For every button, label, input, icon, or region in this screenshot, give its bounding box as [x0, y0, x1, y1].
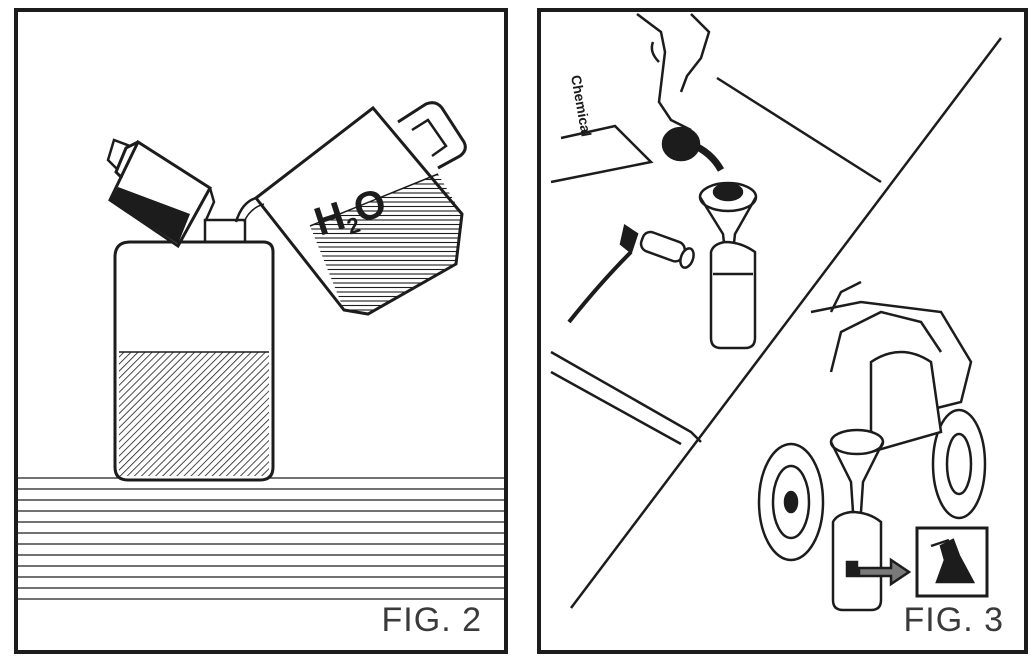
fig2-label: FIG. 2 [381, 601, 482, 639]
diagonal-divider [570, 37, 1002, 609]
chemical-bottle-text: Chemical [568, 74, 595, 138]
small-cup [106, 138, 216, 249]
jug-container [113, 218, 275, 482]
fig3-illustration: Chemical [550, 13, 1002, 612]
jug-liquid [119, 352, 269, 476]
fig3-panel: Chemical FIG. 3 [537, 8, 1028, 654]
fig2-panel: H2O FIG. 2 [14, 8, 508, 654]
chemical-pour-scene [550, 13, 882, 446]
water-pitcher: H2O [234, 101, 467, 316]
fig3-label: FIG. 3 [903, 601, 1004, 639]
pressure-washer-scene [757, 280, 989, 612]
fig2-illustration: H2O [18, 101, 504, 600]
floor-stripes [18, 477, 504, 600]
